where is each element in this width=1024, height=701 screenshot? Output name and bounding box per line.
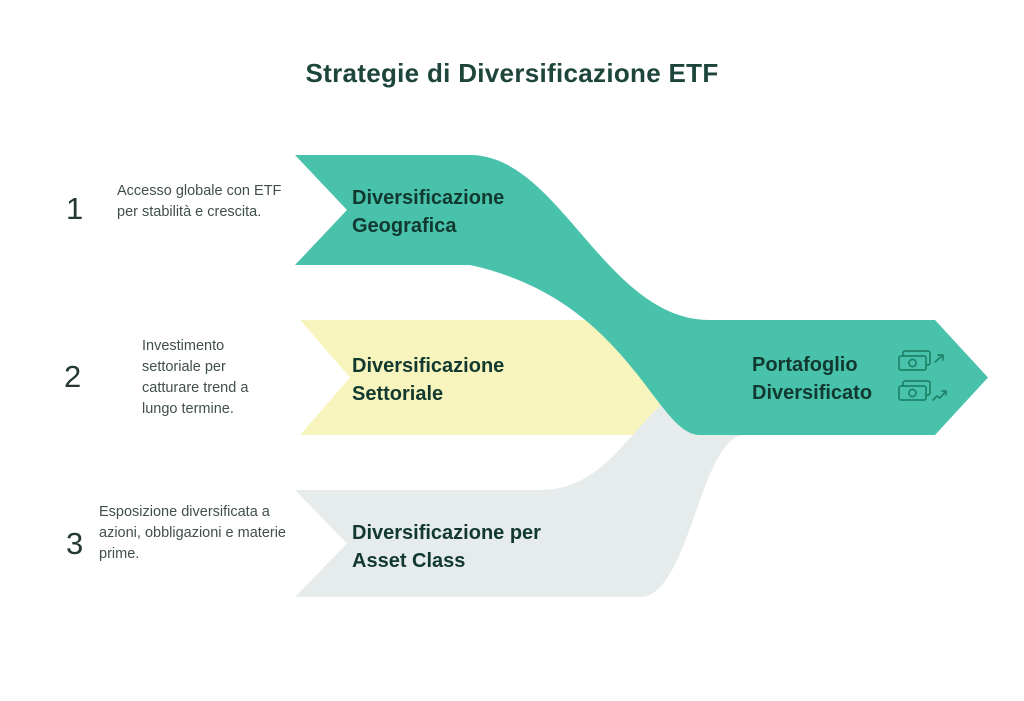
- money-bills-icon: [898, 350, 944, 371]
- step-1-number: 1: [66, 191, 84, 226]
- page-title: Strategie di Diversificazione ETF: [305, 58, 719, 88]
- band-2-shape: [300, 320, 683, 435]
- step-3-number: 3: [66, 526, 84, 561]
- money-growth-icon: [898, 380, 947, 401]
- step-1-description: Accesso globale con ETF per stabilità e …: [117, 183, 282, 221]
- step-1-band-label: Diversificazione Geografica: [352, 187, 505, 237]
- result-label: Portafoglio Diversificato: [752, 354, 873, 404]
- step-2-description: Investimento settoriale per catturare tr…: [142, 338, 249, 418]
- band-1-merge-arrow-shape: [295, 155, 988, 435]
- step-3-description: Esposizione diversificata a azioni, obbl…: [99, 504, 286, 563]
- step-3-band-label: Diversificazione per Asset Class: [352, 522, 541, 572]
- step-2-number: 2: [64, 359, 82, 394]
- step-2-band-label: Diversificazione Settoriale: [352, 355, 505, 405]
- result-icons: [898, 350, 947, 401]
